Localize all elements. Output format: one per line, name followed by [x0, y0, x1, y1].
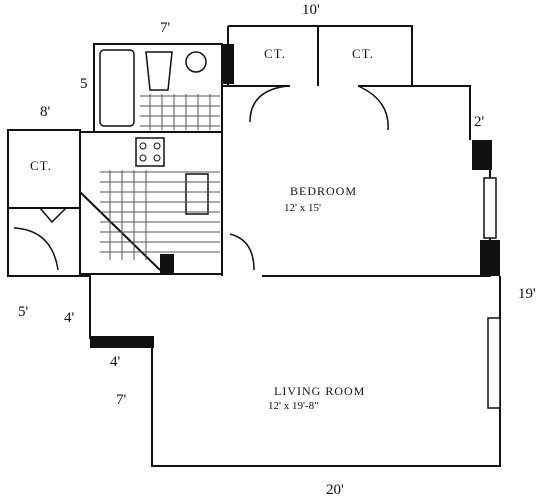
kitchen-sink: [185, 173, 209, 215]
bedroom-walls: [222, 84, 491, 277]
bedroom-door-arc: [229, 233, 255, 271]
closet-door-arc: [357, 85, 389, 131]
left-closet-door: [39, 207, 67, 224]
bathtub: [99, 49, 135, 127]
kitchen-diagonal: [79, 191, 161, 271]
dim-lower-left: 4': [110, 354, 121, 370]
entry-door-arc: [13, 227, 59, 271]
bath-tile-grid: [140, 94, 220, 130]
toilet: [185, 51, 207, 73]
tile-grid: [100, 170, 220, 260]
dim-bath-height: 5: [80, 76, 88, 92]
top-closets-walls: [227, 25, 413, 86]
burner: [139, 154, 147, 162]
burner: [153, 154, 161, 162]
wall-block: [222, 44, 234, 84]
sink: [145, 51, 173, 91]
closet-door-arc: [249, 85, 289, 123]
closet-label-top-left: CT.: [264, 46, 286, 61]
window: [487, 317, 501, 409]
living-room-name: LIVING ROOM: [274, 384, 366, 398]
bedroom-name: BEDROOM: [290, 184, 358, 198]
burner: [153, 142, 161, 150]
dim-left-closet: 8': [40, 104, 51, 120]
wall-block: [480, 240, 500, 276]
dim-entry-height: 4': [64, 310, 75, 326]
left-closet: [7, 129, 81, 209]
wall-block: [90, 336, 154, 348]
stove: [135, 137, 165, 167]
bedroom-size: 12' x 15': [284, 202, 321, 214]
dim-overall-width: 20': [326, 482, 344, 498]
kitchen: [79, 131, 223, 275]
wall-block: [472, 140, 492, 170]
dim-overall-height: 19': [518, 286, 536, 302]
living-room-size: 12' x 19'-8": [268, 400, 319, 412]
dim-left-entry: 5': [18, 304, 29, 320]
dim-top-closets: 10': [302, 2, 320, 18]
burner: [139, 142, 147, 150]
closet-label-top-right: CT.: [352, 46, 374, 61]
closet-label-left: CT.: [30, 158, 52, 173]
window: [483, 177, 497, 239]
dim-top-kitchen: 7': [160, 20, 171, 36]
dim-right-wall: 2': [474, 114, 485, 130]
wall-block: [160, 254, 174, 274]
bath-room: [93, 43, 223, 133]
living-room-walls: [151, 276, 501, 467]
dim-lower-width: 7': [116, 392, 127, 408]
